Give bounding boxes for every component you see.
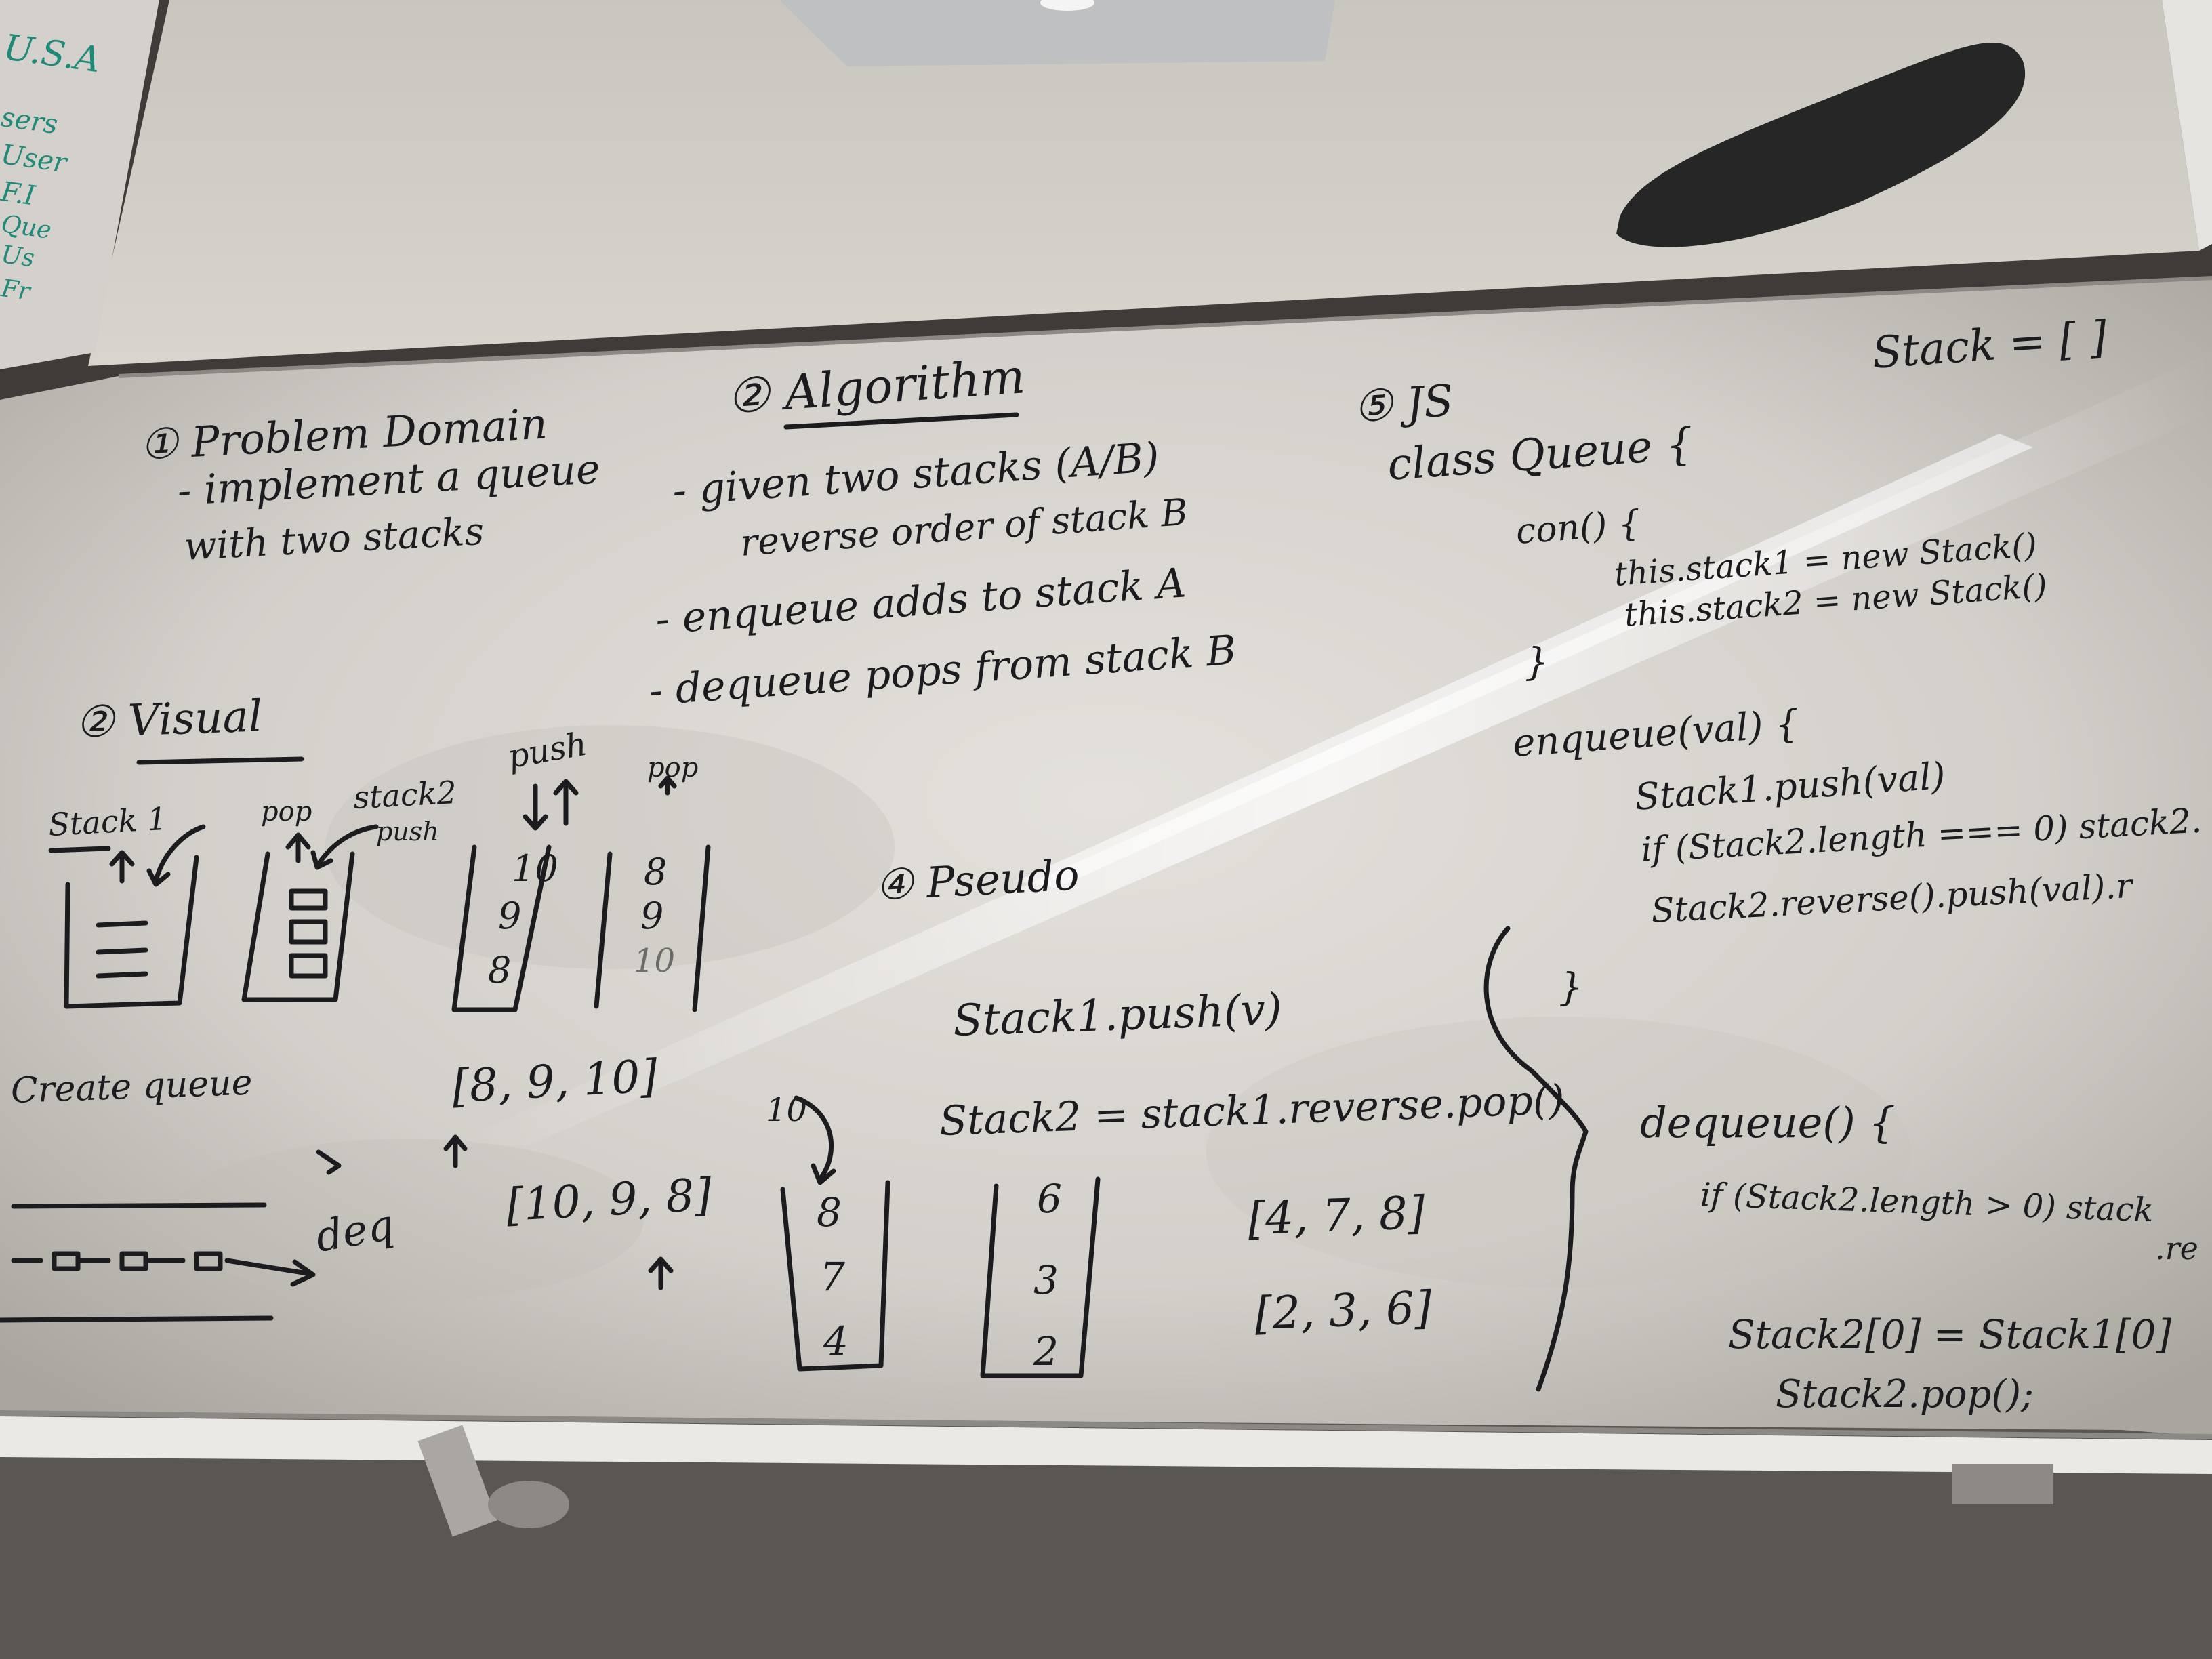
pop-label: pop bbox=[261, 796, 312, 827]
pseudo-stack-right-value: 6 bbox=[1037, 1176, 1062, 1222]
stack-a-box bbox=[451, 844, 552, 1012]
dequeue-body: Stack2[0] = Stack1[0] bbox=[1728, 1311, 2172, 1357]
upper-whiteboard bbox=[88, 0, 2199, 366]
stack-b-box bbox=[594, 844, 711, 1012]
create-queue-label: Create queue bbox=[10, 1062, 253, 1111]
visual-underline bbox=[136, 756, 304, 765]
pseudo-stack-left-value: 4 bbox=[823, 1318, 848, 1364]
stack-b-value: 8 bbox=[644, 851, 668, 893]
pseudo-stack-right-value: 2 bbox=[1033, 1328, 1059, 1374]
stack-b-value: 10 bbox=[634, 942, 676, 980]
dequeue-body: .re bbox=[2155, 1230, 2198, 1267]
left-whiteboard bbox=[0, 0, 159, 369]
pseudo-stack-right-value: 3 bbox=[1033, 1257, 1059, 1303]
push-label: push bbox=[376, 817, 439, 846]
stack1-label: Stack 1 bbox=[47, 800, 168, 843]
stack-b-value: 9 bbox=[640, 895, 664, 937]
stack-a-value: 8 bbox=[488, 949, 512, 991]
left-board-mark: Us bbox=[0, 241, 37, 273]
stack-a-value: 9 bbox=[498, 895, 522, 937]
stack2-box bbox=[241, 851, 355, 1002]
pseudo-array: [2, 3, 6] bbox=[1254, 1281, 1433, 1340]
pseudo-stack-left bbox=[780, 1180, 890, 1372]
visual-heading: ② Visual bbox=[75, 691, 264, 748]
dequeue-close: } bbox=[1559, 966, 1583, 1010]
dequeue-line: dequeue() { bbox=[1640, 1098, 1896, 1147]
stack1-box bbox=[64, 855, 199, 1009]
constructor-close: } bbox=[1525, 640, 1549, 684]
pseudo-stack-left-value: 8 bbox=[817, 1189, 842, 1235]
left-board-mark: Fr bbox=[0, 274, 32, 306]
constructor-line: con() { bbox=[1515, 503, 1642, 552]
left-board-mark: F.I bbox=[0, 176, 37, 212]
pseudo-ten: 10 bbox=[766, 1091, 808, 1129]
big-brace bbox=[1483, 926, 1589, 1392]
stack-a-value: 10 bbox=[512, 847, 558, 890]
pseudo-stack-right bbox=[980, 1176, 1101, 1378]
visual-array: [10, 9, 8] bbox=[505, 1168, 714, 1231]
stack2-label: stack2 bbox=[352, 774, 458, 816]
visual-array: [8, 9, 10] bbox=[451, 1050, 659, 1113]
pseudo-stack-left-value: 7 bbox=[820, 1254, 845, 1300]
js-heading: ⑤ JS bbox=[1352, 375, 1456, 433]
laptop bbox=[779, 0, 1335, 66]
dequeue-body: Stack2.pop(); bbox=[1776, 1372, 2034, 1416]
eraser bbox=[1616, 43, 2026, 247]
pop-top-label: pop bbox=[647, 752, 699, 783]
pseudo-array: [4, 7, 8] bbox=[1247, 1186, 1426, 1245]
algorithm-underline bbox=[783, 412, 1019, 430]
